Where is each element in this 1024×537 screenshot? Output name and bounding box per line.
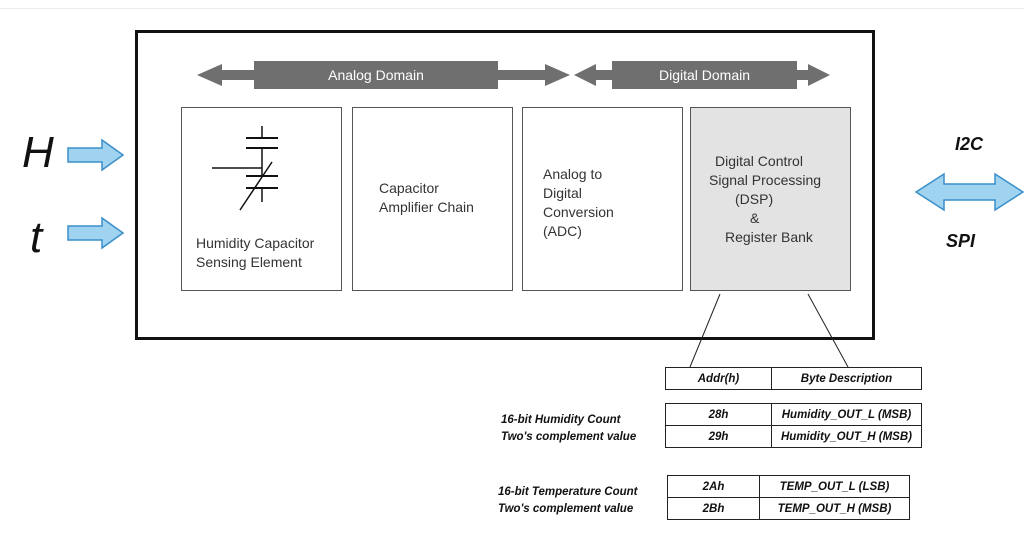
digital-domain-label: Digital Domain (658, 67, 751, 83)
dsp-block: Digital Control Signal Processing (DSP) … (690, 107, 851, 291)
addr-cell: 28h (665, 403, 772, 426)
addr-header: Addr(h) (665, 367, 772, 390)
table-connector-left (689, 293, 721, 368)
sensing-label-line: Humidity Capacitor (196, 235, 315, 251)
description-cell: TEMP_OUT_L (LSB) (759, 475, 910, 498)
adc-label-line: Digital (543, 185, 582, 201)
table-connector-right (807, 293, 849, 368)
amplifier-label-line: Capacitor (379, 180, 439, 196)
dsp-label-line: Digital Control (715, 153, 803, 169)
adc-label-line: Conversion (543, 204, 614, 220)
description-header: Byte Description (771, 367, 922, 390)
humidity-input-label: H (22, 128, 54, 177)
description-cell: Humidity_OUT_H (MSB) (771, 425, 922, 448)
note-line: 16-bit Humidity Count (501, 414, 621, 426)
analog-domain-label: Analog Domain (328, 67, 424, 83)
adc-label-line: (ADC) (543, 223, 582, 239)
top-divider (0, 8, 1024, 9)
note-line: 16-bit Temperature Count (498, 486, 638, 498)
sensing-label-line: Sensing Element (196, 254, 302, 270)
sensor-frame (135, 30, 875, 340)
note-line: Two's complement value (501, 431, 637, 443)
table-row: 2Ah TEMP_OUT_L (LSB) (667, 475, 910, 498)
temperature-register-table: 2Ah TEMP_OUT_L (LSB) 2Bh TEMP_OUT_H (MSB… (667, 475, 910, 520)
humidity-arrow-icon (67, 138, 125, 172)
amplifier-label-line: Amplifier Chain (379, 199, 474, 215)
sensing-element-block: Humidity Capacitor Sensing Element (181, 107, 342, 291)
humidity-count-note: 16-bit Humidity Count Two's complement v… (501, 412, 636, 446)
addr-cell: 2Bh (667, 497, 760, 520)
analog-domain-label-bg (254, 61, 498, 89)
temperature-input-label: t (30, 213, 43, 262)
temperature-count-note: 16-bit Temperature Count Two's complemen… (498, 484, 638, 518)
addr-cell: 2Ah (667, 475, 760, 498)
capacitor-symbol-icon (212, 126, 278, 211)
humidity-register-table: 28h Humidity_OUT_L (MSB) 29h Humidity_OU… (665, 403, 922, 448)
note-line: Two's complement value (498, 503, 634, 515)
table-row: 29h Humidity_OUT_H (MSB) (665, 425, 922, 448)
description-cell: Humidity_OUT_L (MSB) (771, 403, 922, 426)
table-row: 2Bh TEMP_OUT_H (MSB) (667, 497, 910, 520)
adc-label-line: Analog to (543, 166, 603, 182)
register-table-header: Addr(h) Byte Description (665, 367, 922, 390)
dsp-label-line: & (750, 210, 760, 226)
i2c-label: I2C (955, 134, 984, 154)
dsp-label-line: Register Bank (725, 229, 813, 245)
dsp-label-line: Signal Processing (709, 172, 822, 188)
table-row: 28h Humidity_OUT_L (MSB) (665, 403, 922, 426)
bus-bidirectional-arrow-icon (914, 172, 1024, 212)
addr-cell: 29h (665, 425, 772, 448)
adc-block: Analog to Digital Conversion (ADC) (522, 107, 683, 291)
amplifier-block: Capacitor Amplifier Chain (352, 107, 513, 291)
temperature-arrow-icon (67, 216, 125, 250)
dsp-label-line: (DSP) (735, 191, 774, 207)
description-cell: TEMP_OUT_H (MSB) (759, 497, 910, 520)
spi-label: SPI (946, 231, 976, 251)
digital-domain-label-bg (612, 61, 797, 89)
